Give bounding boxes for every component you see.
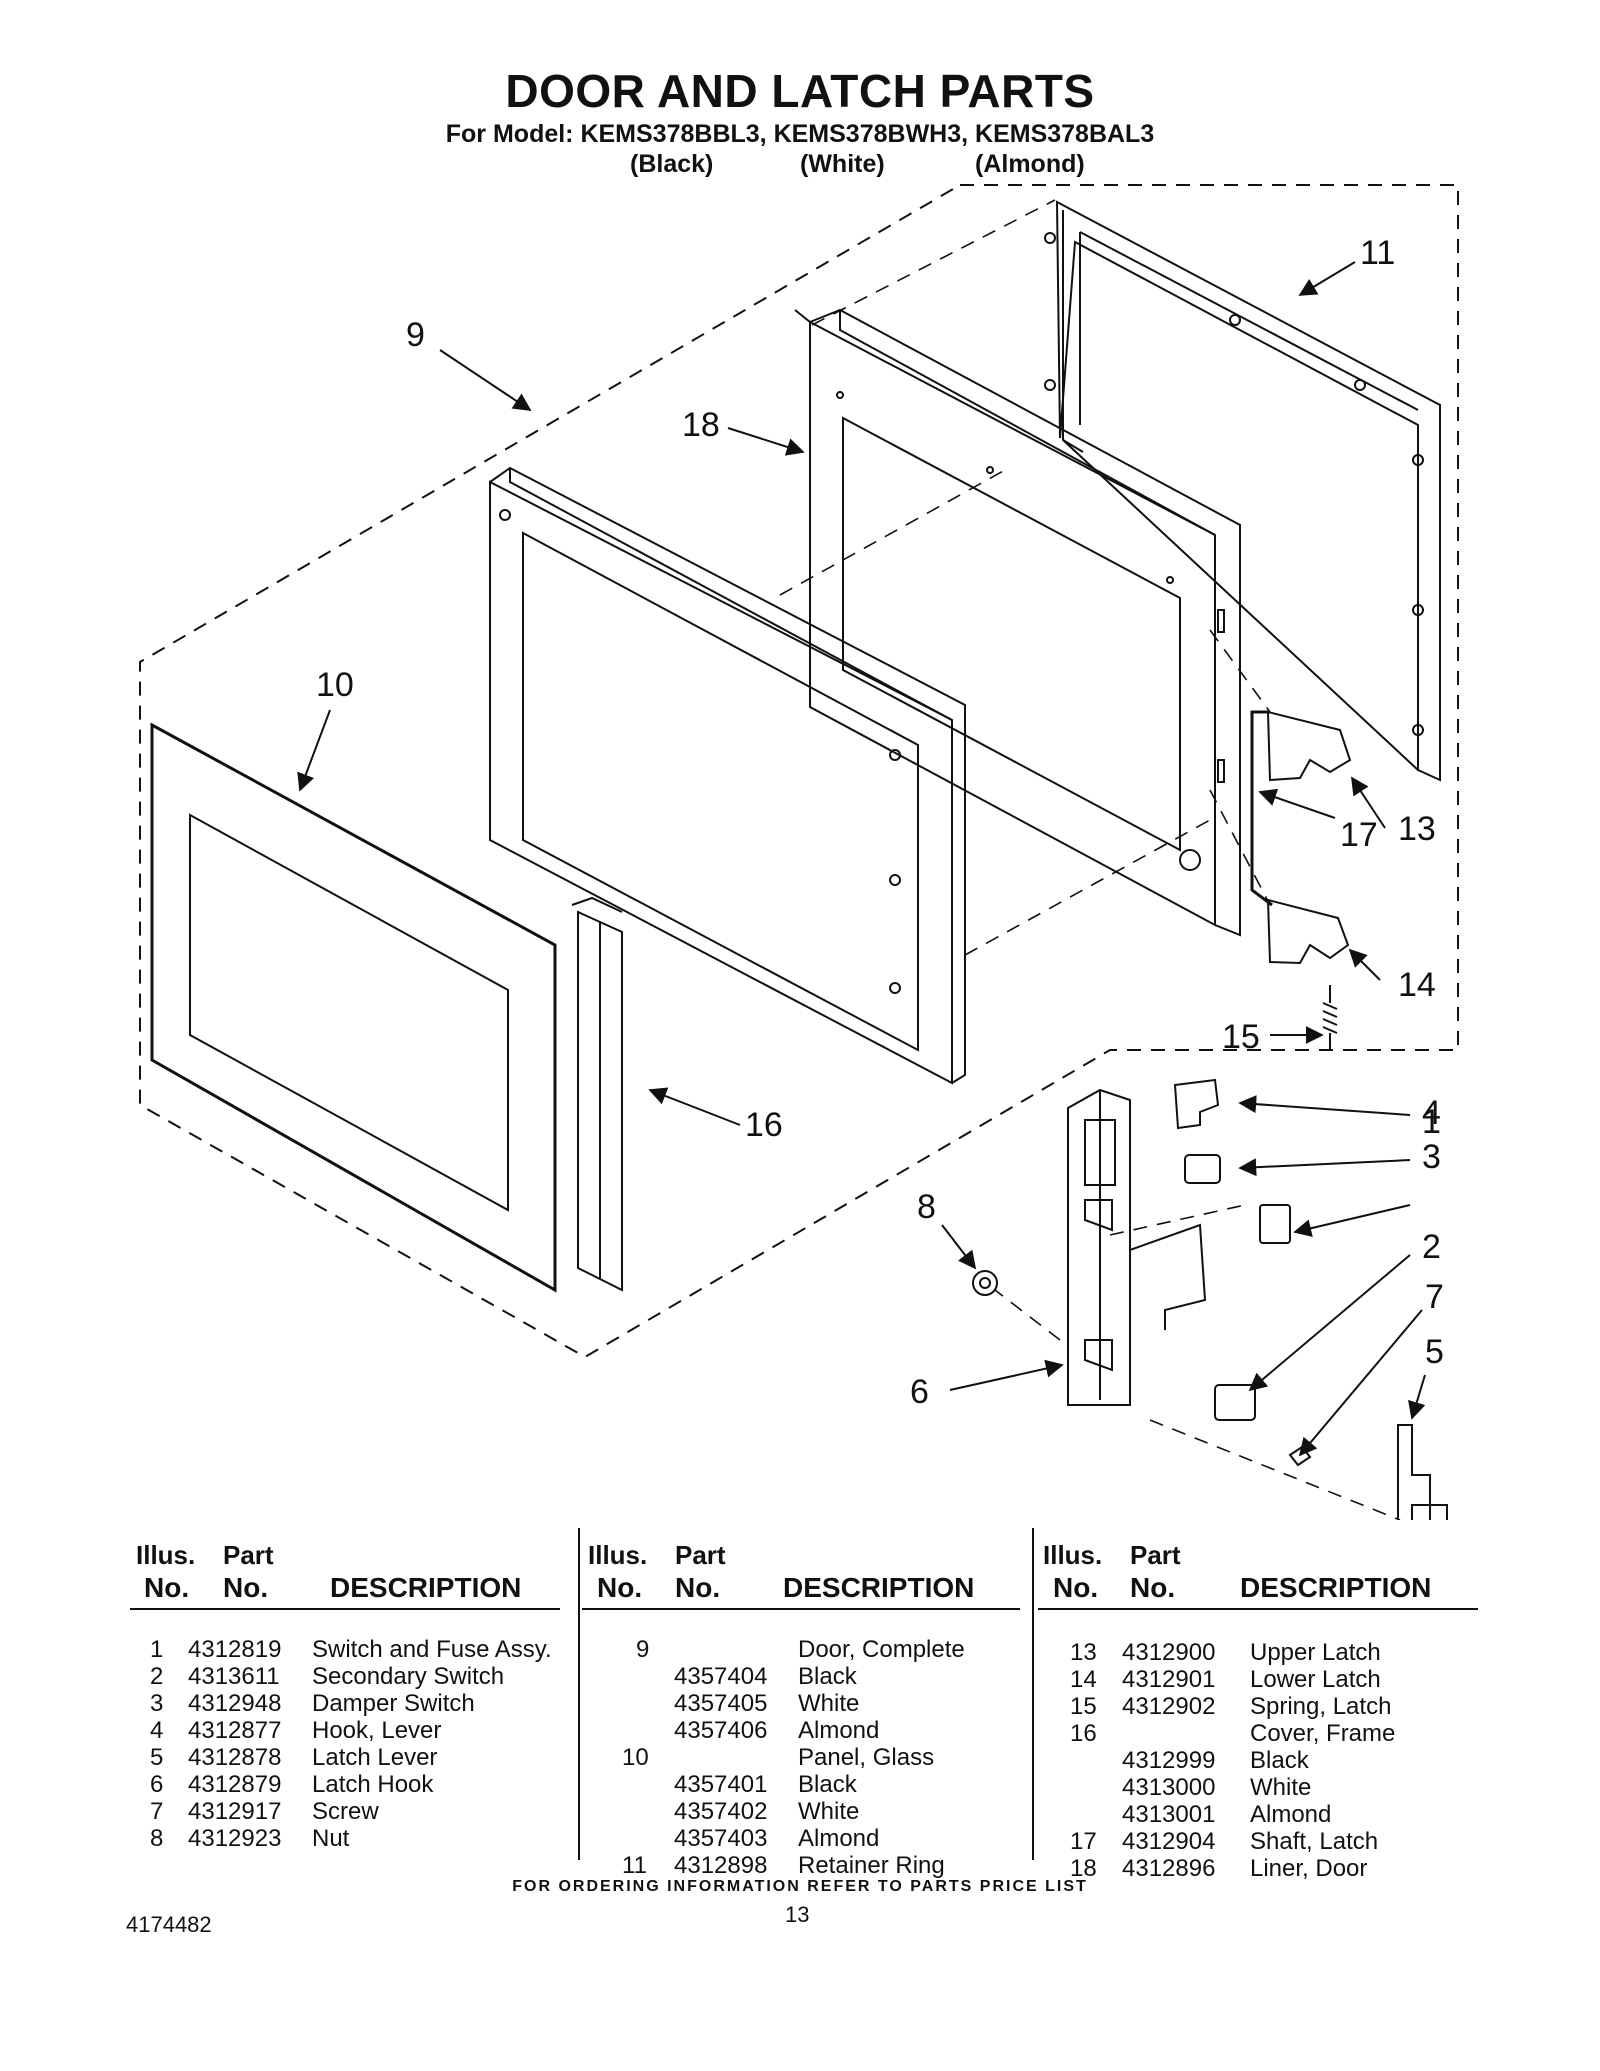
header-rule xyxy=(582,1608,1020,1610)
color-black-label: (Black) xyxy=(630,150,714,178)
header-illus: Illus. xyxy=(588,1540,648,1570)
callout-11: 11 xyxy=(1360,234,1396,272)
callout-13: 13 xyxy=(1398,810,1436,848)
header-part-no: No. xyxy=(1130,1572,1176,1603)
color-white-label: (White) xyxy=(800,150,885,178)
callout-5: 5 xyxy=(1425,1333,1444,1371)
latch-hook-part xyxy=(1067,1088,1207,1406)
ordering-note: FOR ORDERING INFORMATION REFER TO PARTS … xyxy=(512,1878,1088,1895)
callout-15: 15 xyxy=(1222,1018,1260,1056)
callout-4: 4 xyxy=(1422,1094,1441,1132)
column-divider xyxy=(578,1528,580,1860)
callout-10: 10 xyxy=(316,666,354,704)
header-illus: Illus. xyxy=(1043,1540,1103,1570)
page-number: 13 xyxy=(785,1902,810,1927)
callout-17: 17 xyxy=(1340,816,1378,854)
header-rule xyxy=(1038,1608,1478,1610)
callout-14: 14 xyxy=(1398,966,1436,1004)
header-description: DESCRIPTION xyxy=(1240,1572,1432,1603)
header-description: DESCRIPTION xyxy=(783,1572,975,1603)
model-line: For Model: KEMS378BBL3, KEMS378BWH3, KEM… xyxy=(445,120,1155,148)
header-rule xyxy=(130,1608,560,1610)
retainer-ring-part xyxy=(1044,200,1441,782)
header-illus: Illus. xyxy=(136,1540,196,1570)
exploded-parts-diagram xyxy=(139,184,1459,1520)
header-illus-no: No. xyxy=(597,1572,643,1603)
callout-18: 18 xyxy=(682,406,720,444)
column-divider xyxy=(1032,1528,1034,1860)
header-part-no: No. xyxy=(223,1572,269,1603)
callout-7: 7 xyxy=(1425,1278,1444,1316)
door-assembly-outline xyxy=(139,184,1459,1359)
color-almond-label: (Almond) xyxy=(975,150,1085,178)
door-liner-part xyxy=(794,308,1241,937)
header-illus-no: No. xyxy=(144,1572,190,1603)
callout-6: 6 xyxy=(910,1373,929,1411)
dashed-leader-lines xyxy=(779,199,1401,1520)
callout-9: 9 xyxy=(406,316,425,354)
callout-arrows xyxy=(297,261,1426,1457)
header-part-no: No. xyxy=(675,1572,721,1603)
callout-16: 16 xyxy=(745,1106,783,1144)
callout-8: 8 xyxy=(917,1188,936,1226)
glass-panel-part xyxy=(150,722,557,1293)
header-illus-no: No. xyxy=(1053,1572,1099,1603)
document-number: 4174482 xyxy=(126,1912,212,1937)
header-part: Part xyxy=(1130,1540,1181,1570)
header-description: DESCRIPTION xyxy=(330,1572,522,1603)
frame-cover-part xyxy=(571,896,623,1292)
page-title: DOOR AND LATCH PARTS xyxy=(505,65,1095,117)
door-frame-part xyxy=(489,466,966,1085)
callout-3: 3 xyxy=(1422,1138,1441,1176)
header-part: Part xyxy=(223,1540,274,1570)
callout-2: 2 xyxy=(1422,1228,1441,1266)
switch-and-hardware-parts xyxy=(972,1078,1448,1520)
latch-hardware-parts xyxy=(1250,710,1352,1049)
callout-1: 1 xyxy=(1422,1103,1441,1141)
header-part: Part xyxy=(675,1540,726,1570)
